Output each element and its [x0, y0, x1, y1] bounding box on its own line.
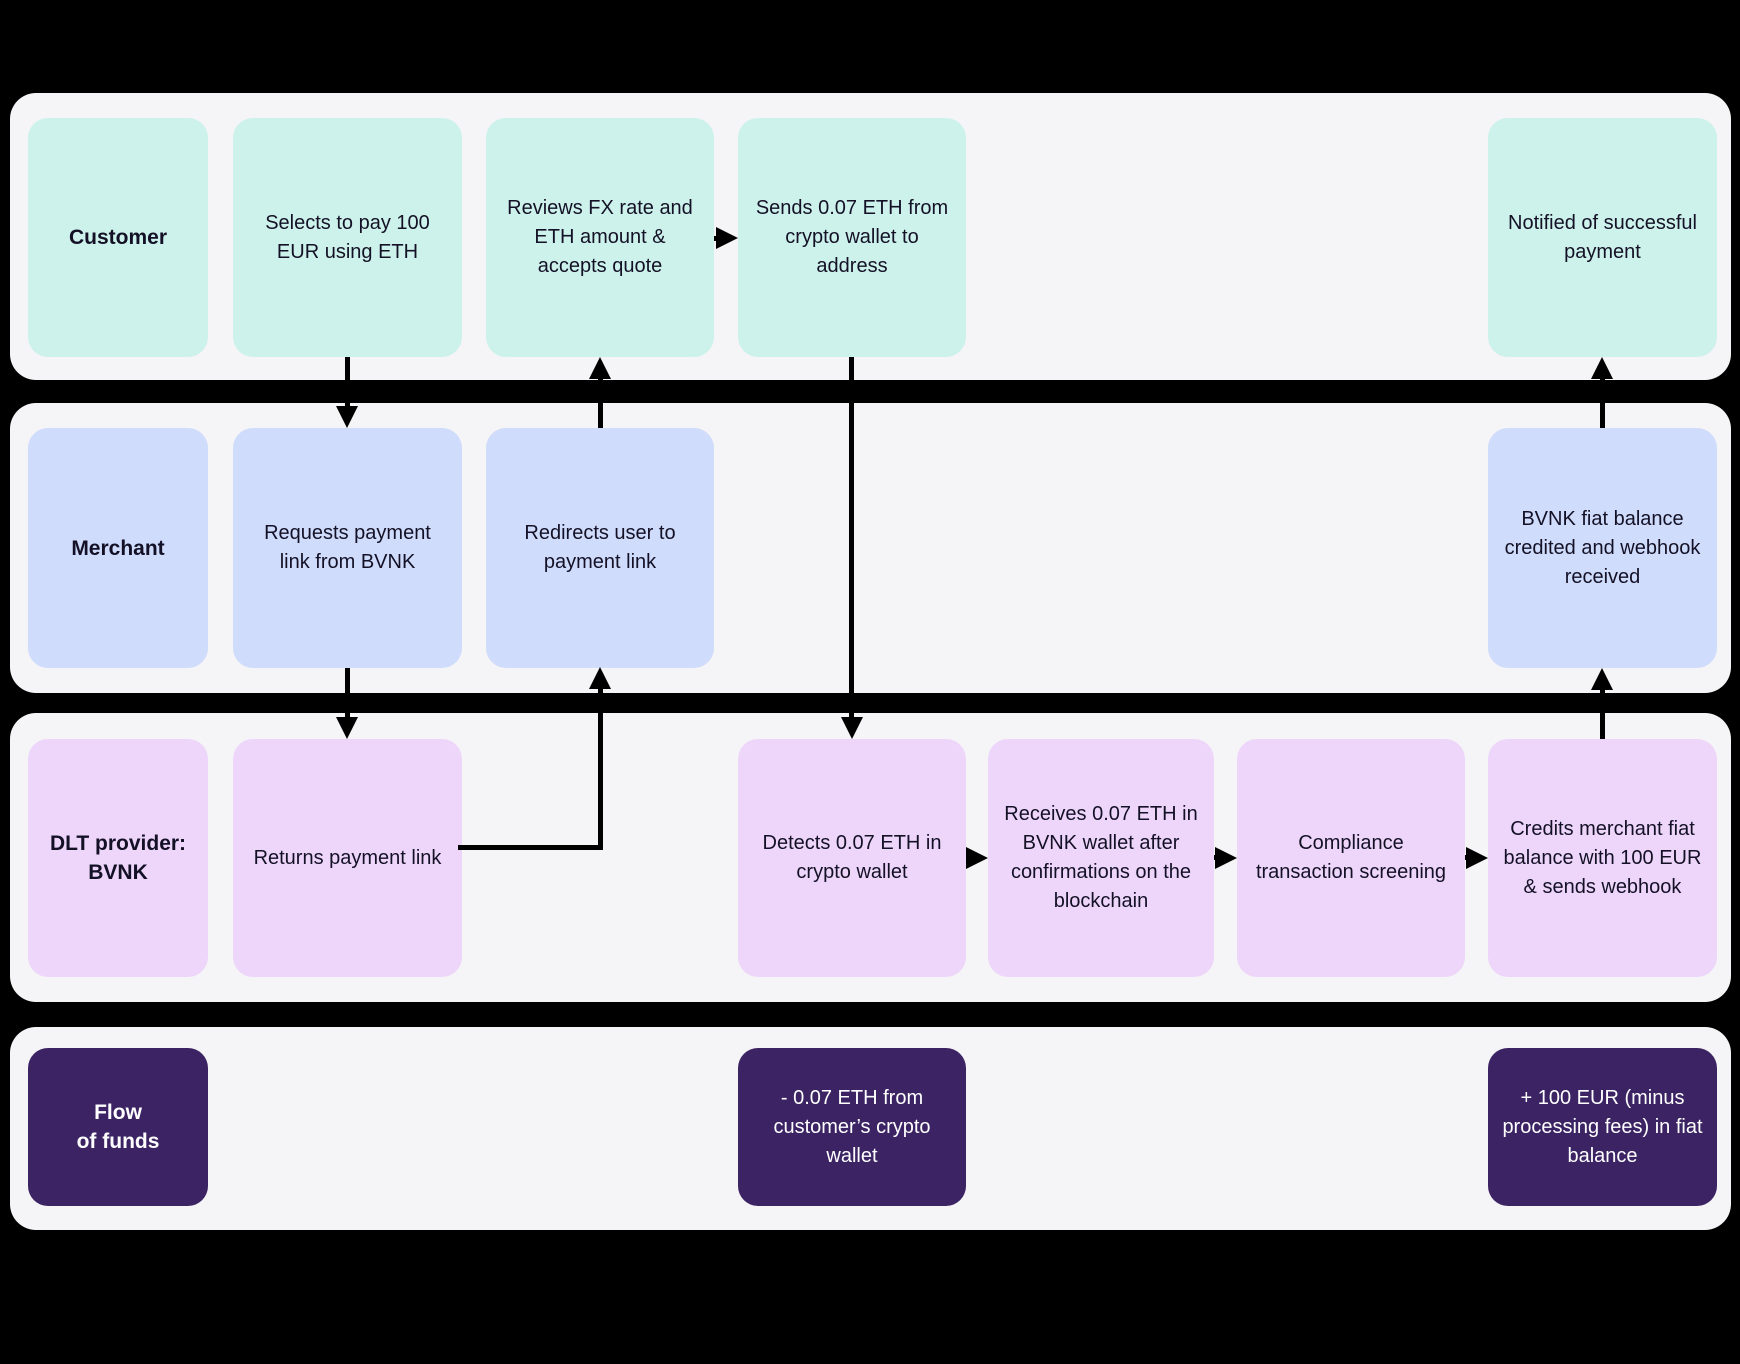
arrow-credits-to-balance-credited	[1600, 688, 1605, 739]
arrow-returns-to-redirects-horizontal	[458, 845, 603, 850]
step-requests-payment-link: Requests payment link from BVNK	[233, 428, 462, 668]
arrow-sends-to-detects	[849, 357, 854, 719]
funds-plus-eur: + 100 EUR (minus processing fees) in fia…	[1488, 1048, 1717, 1206]
step-sends-eth: Sends 0.07 ETH from crypto wallet to add…	[738, 118, 966, 357]
lane-label-flow-of-funds: Flow of funds	[28, 1048, 208, 1206]
arrowhead-sends-to-detects	[841, 717, 863, 739]
step-compliance-screening: Compliance transaction screening	[1237, 739, 1465, 977]
arrowhead-redirects-to-reviews	[589, 357, 611, 379]
arrowhead-detects-to-receives	[966, 847, 988, 869]
step-returns-payment-link: Returns payment link	[233, 739, 462, 977]
step-redirects-user: Redirects user to payment link	[486, 428, 714, 668]
arrowhead-balance-credited-to-notified	[1591, 357, 1613, 379]
arrow-requests-to-returns	[345, 668, 350, 719]
arrowhead-credits-to-balance-credited	[1591, 668, 1613, 690]
arrow-selects-to-requests	[345, 357, 350, 410]
arrowhead-returns-to-redirects	[589, 667, 611, 689]
step-selects-to-pay: Selects to pay 100 EUR using ETH	[233, 118, 462, 357]
arrowhead-selects-to-requests	[336, 406, 358, 428]
funds-minus-eth: - 0.07 ETH from customer’s crypto wallet	[738, 1048, 966, 1206]
lane-label-dlt-provider: DLT provider: BVNK	[28, 739, 208, 977]
step-reviews-fx-rate: Reviews FX rate and ETH amount & accepts…	[486, 118, 714, 357]
arrowhead-requests-to-returns	[336, 717, 358, 739]
step-detects-eth: Detects 0.07 ETH in crypto wallet	[738, 739, 966, 977]
step-credits-merchant: Credits merchant fiat balance with 100 E…	[1488, 739, 1717, 977]
lane-label-customer: Customer	[28, 118, 208, 357]
step-notified-of-payment: Notified of successful payment	[1488, 118, 1717, 357]
lane-label-merchant: Merchant	[28, 428, 208, 668]
arrow-redirects-to-reviews	[598, 377, 603, 428]
arrow-returns-to-redirects-vertical	[598, 687, 603, 850]
arrowhead-receives-to-compliance	[1215, 847, 1237, 869]
step-receives-eth: Receives 0.07 ETH in BVNK wallet after c…	[988, 739, 1214, 977]
arrowhead-reviews-to-sends	[716, 227, 738, 249]
step-fiat-balance-credited: BVNK fiat balance credited and webhook r…	[1488, 428, 1717, 668]
arrow-balance-credited-to-notified	[1600, 377, 1605, 428]
arrowhead-compliance-to-credits	[1466, 847, 1488, 869]
